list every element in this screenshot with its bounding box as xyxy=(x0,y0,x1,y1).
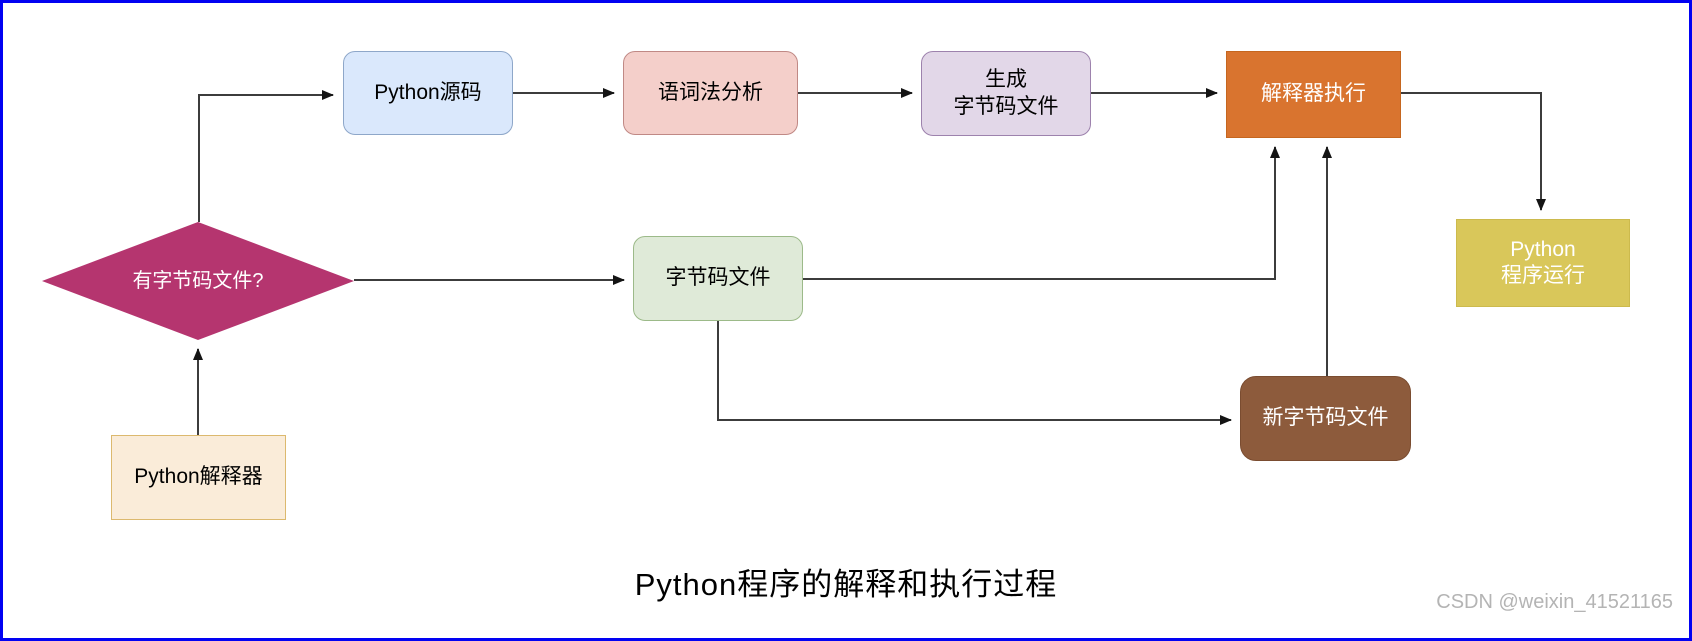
node-python-interpreter: Python解释器 xyxy=(111,435,286,520)
node-bytecode-file: 字节码文件 xyxy=(633,236,803,321)
node-python-program-run: Python 程序运行 xyxy=(1456,219,1630,307)
node-new-bytecode-file: 新字节码文件 xyxy=(1240,376,1411,461)
edge-bytecode-to-interpreter xyxy=(803,146,1280,280)
node-generate-bytecode-file: 生成 字节码文件 xyxy=(921,51,1091,136)
diagram-title: Python程序的解释和执行过程 xyxy=(634,567,1058,602)
node-python-source: Python源码 xyxy=(343,51,513,135)
flow-arrows xyxy=(193,88,1546,435)
edge-decision-to-source xyxy=(198,90,334,222)
node-interpreter-execute: 解释器执行 xyxy=(1226,51,1401,138)
node-has-bytecode-decision: 有字节码文件? xyxy=(42,222,354,340)
csdn-watermark: CSDN @weixin_41521165 xyxy=(1436,591,1673,613)
edge-interpreter-to-run xyxy=(1401,92,1546,211)
node-lexical-analysis: 语词法分析 xyxy=(623,51,798,135)
edge-bytecode-to-newbytecode xyxy=(717,321,1232,425)
